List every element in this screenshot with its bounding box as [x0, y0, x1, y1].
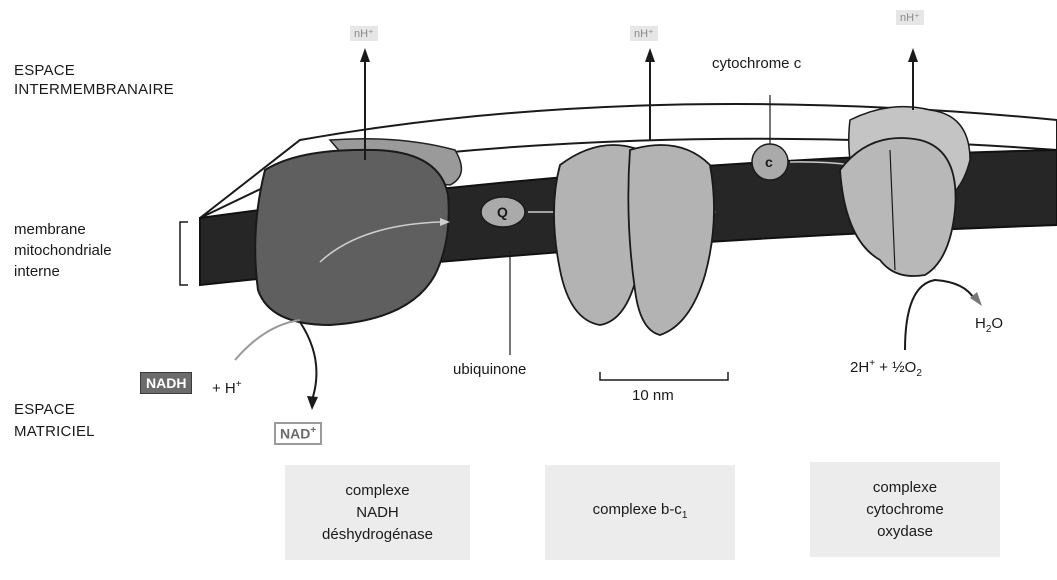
membrane-label-line3: interne: [14, 262, 60, 282]
membrane-label-line1: membrane: [14, 220, 86, 240]
proton-arrow-1-head: [360, 48, 370, 62]
region-intermembrane-line1: ESPACE: [14, 61, 75, 81]
nad-text: NAD: [280, 426, 310, 442]
scale-label: 10 nm: [632, 386, 674, 406]
proton-arrow-2-head: [645, 48, 655, 62]
region-intermembrane-line2: INTERMEMBRANAIRE: [14, 80, 174, 100]
complex2-box-text: complexe b-c1: [593, 499, 688, 527]
complex1-line2: NADH: [322, 502, 433, 524]
membrane-label-line2: mitochondriale: [14, 241, 112, 261]
complex3-line2: cytochrome: [866, 499, 944, 521]
complex1-shape: [255, 150, 449, 325]
complex1-box: complexe NADH déshydrogénase: [285, 465, 470, 560]
oxygen-subscript: 2: [916, 368, 922, 379]
proton-label-3: nH⁺: [896, 10, 924, 25]
complex3-line3: oxydase: [866, 521, 944, 543]
nad-tag: NAD+: [274, 422, 322, 445]
proton-label-2: nH⁺: [630, 26, 658, 41]
ubiquinone-symbol: Q: [497, 202, 508, 222]
membrane-bracket: [180, 222, 188, 285]
nad-arrow-head: [307, 396, 318, 410]
complex3-line1: complexe: [866, 477, 944, 499]
oxygen-2h: 2H: [850, 359, 869, 376]
water-label: H2O: [975, 314, 1003, 340]
water-h: H: [975, 315, 986, 332]
cytochrome-symbol: c: [765, 152, 773, 172]
region-matrix-line2: MATRICIEL: [14, 422, 95, 442]
region-matrix-line1: ESPACE: [14, 400, 75, 420]
water-o: O: [991, 315, 1003, 332]
complex2-subscript: 1: [682, 510, 688, 521]
nadh-tag: NADH: [140, 372, 192, 394]
complex1-line1: complexe: [322, 480, 433, 502]
complex2-box: complexe b-c1: [545, 465, 735, 560]
complex2-text: complexe b-c: [593, 501, 682, 518]
oxygen-arc: [905, 280, 975, 350]
complex1-box-text: complexe NADH déshydrogénase: [322, 480, 433, 546]
plus-h-superscript: +: [236, 379, 242, 390]
nadh-arc: [235, 320, 300, 360]
cytochrome-c-label: cytochrome c: [712, 54, 801, 74]
complex1-line3: déshydrogénase: [322, 524, 433, 546]
plus-h-text: + H: [212, 380, 236, 397]
oxygen-reactants: 2H+ + ½O2: [850, 354, 922, 384]
complex2-right-lobe: [628, 145, 714, 335]
proton-term: + H+: [212, 375, 242, 399]
ubiquinone-label: ubiquinone: [453, 360, 526, 380]
proton-arrow-3-head: [908, 48, 918, 62]
nad-arrow: [300, 322, 316, 400]
oxygen-half: + ½O: [875, 359, 916, 376]
scale-bar: [600, 372, 728, 380]
proton-label-1: nH⁺: [350, 26, 378, 41]
nad-superscript: +: [310, 425, 316, 436]
complex3-box: complexe cytochrome oxydase: [810, 462, 1000, 557]
complex3-box-text: complexe cytochrome oxydase: [866, 477, 944, 543]
complex3-front: [840, 138, 956, 276]
